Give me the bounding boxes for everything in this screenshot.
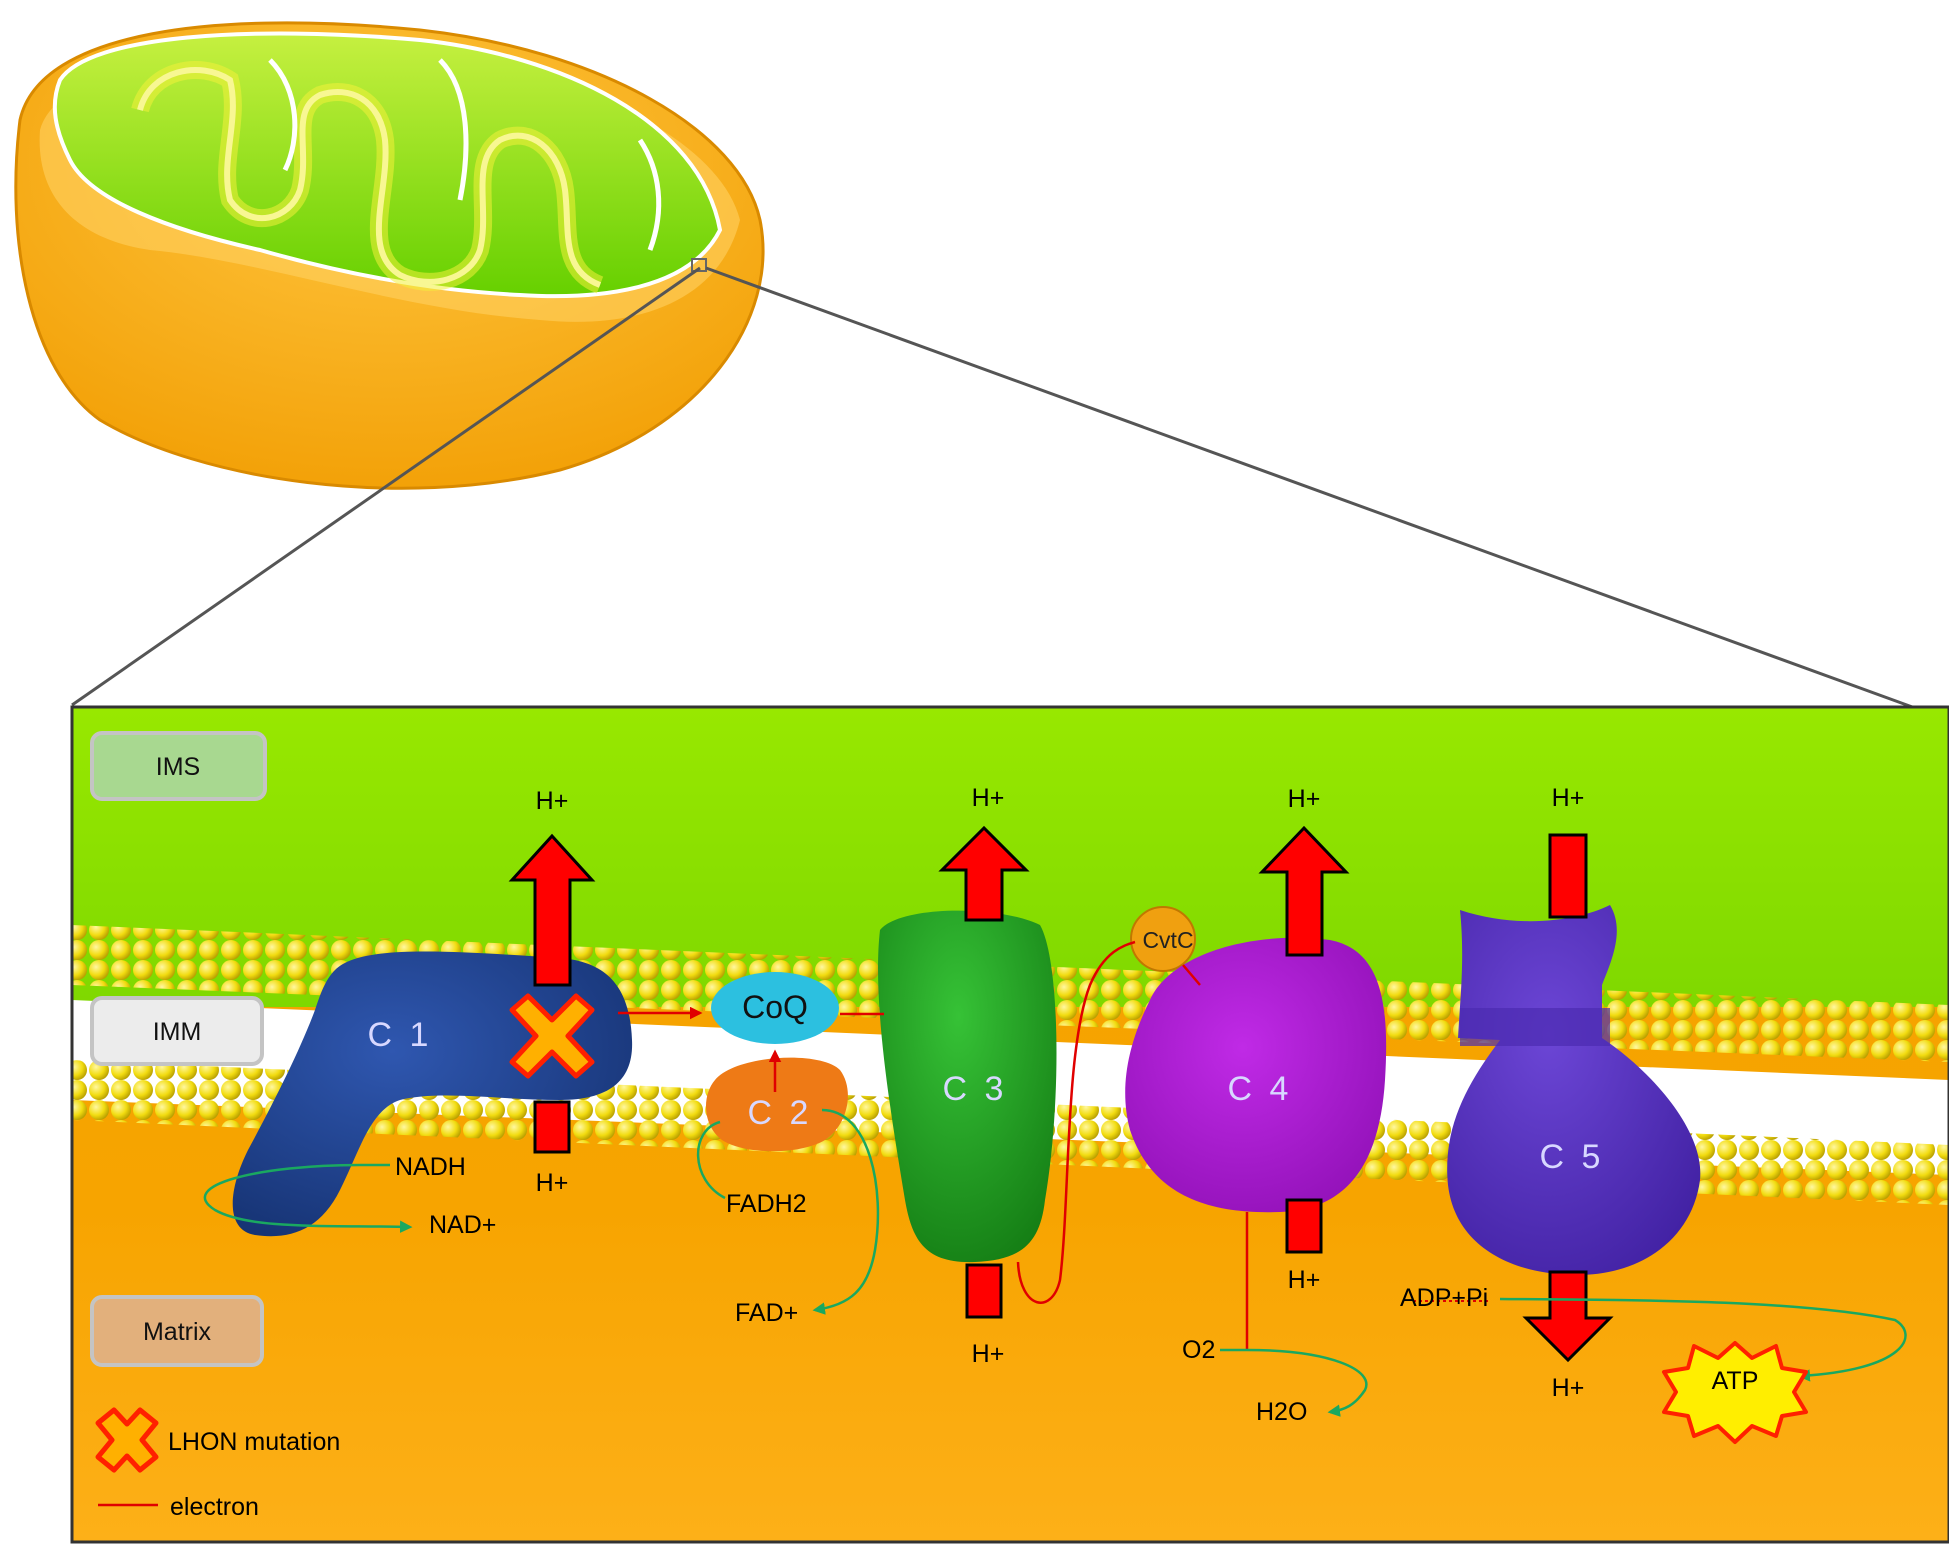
complex-2: C 2 <box>705 1057 848 1152</box>
adp-label: ADP+Pi <box>1400 1284 1488 1312</box>
ims-label: IMS <box>156 753 200 781</box>
proton-arrow-c3-up <box>938 825 1030 922</box>
complex-4-label: C 4 <box>1228 1070 1293 1108</box>
substrate-arrows <box>203 1108 1907 1417</box>
o2-to-h2o-arrow <box>1220 1348 1368 1417</box>
proton-bar-c3-bottom <box>965 1263 1003 1319</box>
lhon-mutation-marker <box>509 993 595 1079</box>
proton-label-c1-bottom: H+ <box>536 1169 569 1197</box>
proton-label-c3-bottom: H+ <box>972 1340 1005 1368</box>
proton-label-c3-top: H+ <box>972 784 1005 812</box>
electron-cytc-to-c4 <box>1182 964 1201 986</box>
proton-label-c5-top: H+ <box>1552 784 1585 812</box>
complex-5-body <box>1447 905 1701 1275</box>
electron-c3-to-cytc <box>1016 940 1136 1304</box>
complex-1-label: C 1 <box>368 1016 433 1054</box>
region-label-matrix: Matrix <box>90 1295 264 1367</box>
adp-to-atp-arrow <box>1499 1297 1907 1382</box>
imm-label: IMM <box>153 1018 202 1046</box>
proton-bar-c4-bottom <box>1285 1198 1323 1254</box>
legend-electron-label: electron <box>170 1493 259 1521</box>
nadh-to-nad-arrow <box>203 1163 413 1233</box>
c2-to-fad-arrow <box>812 1108 880 1315</box>
proton-label-c1-top: H+ <box>536 787 569 815</box>
fad-label: FAD+ <box>735 1299 798 1327</box>
complex-4: C 4 <box>1125 937 1387 1213</box>
matrix-label: Matrix <box>143 1318 212 1346</box>
region-label-imm: IMM <box>90 996 264 1066</box>
h2o-label: H2O <box>1256 1398 1307 1426</box>
nad-label: NAD+ <box>429 1211 496 1239</box>
atp-label: ATP <box>1712 1367 1759 1395</box>
legend-mutation-label: LHON mutation <box>168 1428 340 1456</box>
mitochondrion-illustration <box>14 21 765 490</box>
complex-5: C 5 <box>1447 905 1701 1275</box>
coq-label: CoQ <box>742 989 808 1025</box>
proton-bar-c5-top <box>1548 833 1588 919</box>
complex-5-stalk-band <box>1460 1008 1610 1046</box>
cytc-body <box>1130 906 1196 972</box>
coenzyme-q: CoQ <box>711 972 839 1044</box>
proton-arrow-c5-down <box>1522 1270 1614 1363</box>
cytochrome-c: CvtC <box>1130 906 1196 972</box>
proton-label-c5-bottom: H+ <box>1552 1374 1585 1402</box>
legend: LHON mutation electron <box>95 1407 340 1521</box>
zoom-lines <box>71 266 1949 722</box>
atp-starburst: ATP <box>1662 1341 1808 1444</box>
proton-arrow-c1-up <box>508 833 596 987</box>
proton-label-c4-bottom: H+ <box>1288 1266 1321 1294</box>
proton-arrow-c4-up <box>1258 825 1350 957</box>
complex-5-label: C 5 <box>1540 1138 1605 1176</box>
electron-paths <box>618 940 1249 1350</box>
proton-bar-c1-bottom <box>533 1100 571 1154</box>
legend-mutation-icon <box>95 1407 159 1473</box>
complex-4-body <box>1125 937 1387 1213</box>
complex-3-body <box>878 910 1057 1263</box>
proton-label-c4-top: H+ <box>1288 785 1321 813</box>
complex-2-body <box>705 1057 848 1152</box>
complex-3-label: C 3 <box>943 1070 1008 1108</box>
cytc-label: CvtC <box>1142 927 1193 953</box>
o2-label: O2 <box>1182 1336 1215 1364</box>
fadh2-label: FADH2 <box>726 1190 807 1218</box>
complex-3: C 3 <box>878 910 1057 1263</box>
nadh-label: NADH <box>395 1153 466 1181</box>
coq-body <box>711 972 839 1044</box>
region-label-ims: IMS <box>90 731 267 801</box>
complex-2-label: C 2 <box>748 1094 813 1132</box>
fadh2-to-c2-arrow <box>696 1120 726 1200</box>
